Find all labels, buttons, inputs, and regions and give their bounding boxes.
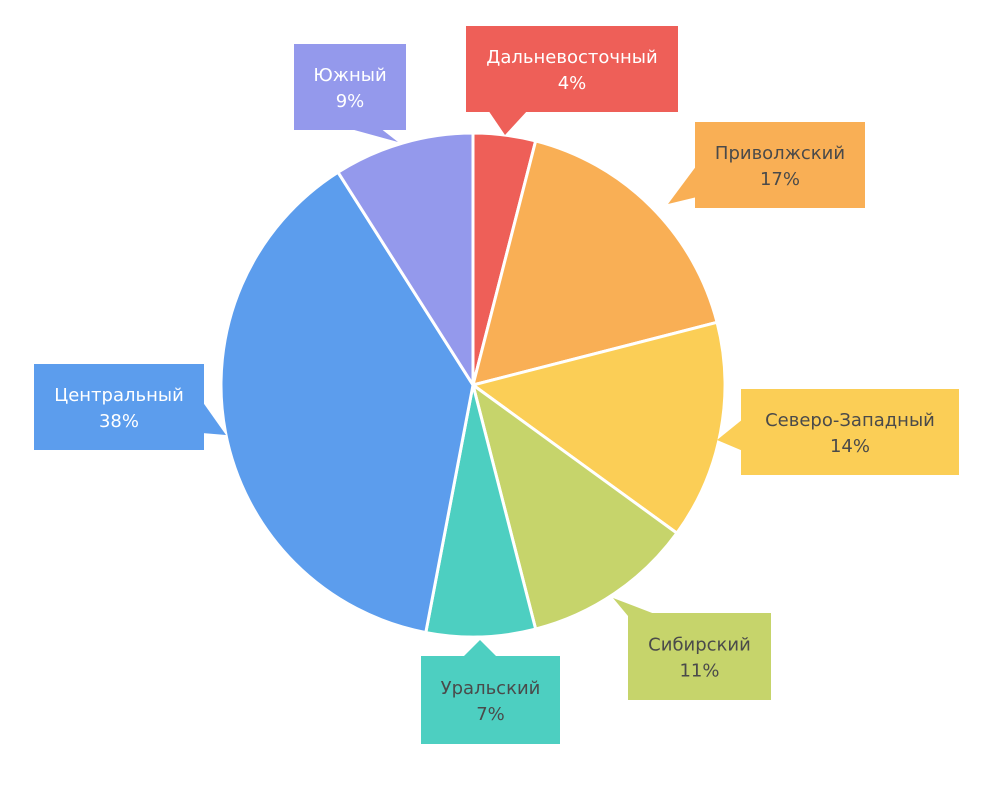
- pie-slice: [471, 320, 727, 535]
- callout-box: [294, 44, 406, 130]
- callout-pointer: [717, 419, 743, 451]
- callout-box: [466, 26, 678, 112]
- slice-label: Центральный: [54, 385, 184, 406]
- slice-label: Южный: [313, 65, 386, 86]
- callout-box: [421, 656, 560, 744]
- slice-callout: Южный 9%: [294, 44, 406, 142]
- slice-label: Дальневосточный: [486, 47, 657, 68]
- slice-value-label: 17%: [760, 169, 800, 190]
- slice-label: Уральский: [441, 678, 541, 699]
- slice-value-label: 9%: [336, 91, 365, 112]
- slice-label: Приволжский: [715, 143, 845, 164]
- pie-slice: [471, 139, 719, 387]
- callout-box: [741, 389, 959, 475]
- callout-pointer: [668, 165, 697, 204]
- slice-value-label: 11%: [679, 661, 719, 682]
- callout-box: [628, 613, 771, 700]
- slice-value-label: 4%: [558, 73, 587, 94]
- slice-value-label: 14%: [830, 436, 870, 457]
- callout-box: [695, 122, 865, 208]
- slice-value-label: 38%: [99, 411, 139, 432]
- callout-box: [34, 364, 204, 450]
- slice-callout: Уральский 7%: [421, 640, 560, 744]
- slice-callout: Центральный 38%: [34, 364, 226, 450]
- pie-slice: [424, 383, 538, 639]
- slice-callout: Дальневосточный 4%: [466, 26, 678, 135]
- pie-slice: [336, 131, 475, 387]
- callout-pointer: [462, 640, 498, 658]
- pie-slices: [219, 131, 727, 639]
- callout-pointer: [488, 110, 528, 135]
- slice-value-label: 7%: [476, 704, 505, 725]
- pie-slice: [471, 383, 679, 631]
- slice-callout: Приволжский 17%: [668, 122, 865, 208]
- slice-callout: Северо-Западный 14%: [717, 389, 959, 475]
- slice-callout: Сибирский 11%: [613, 598, 771, 700]
- slice-label: Северо-Западный: [765, 410, 935, 431]
- slice-label: Сибирский: [648, 635, 751, 656]
- pie-callouts: Дальневосточный 4% Приволжский 17% Северо-За…: [34, 26, 959, 744]
- callout-pointer: [347, 128, 398, 142]
- callout-pointer: [613, 598, 660, 616]
- callout-pointer: [202, 401, 226, 435]
